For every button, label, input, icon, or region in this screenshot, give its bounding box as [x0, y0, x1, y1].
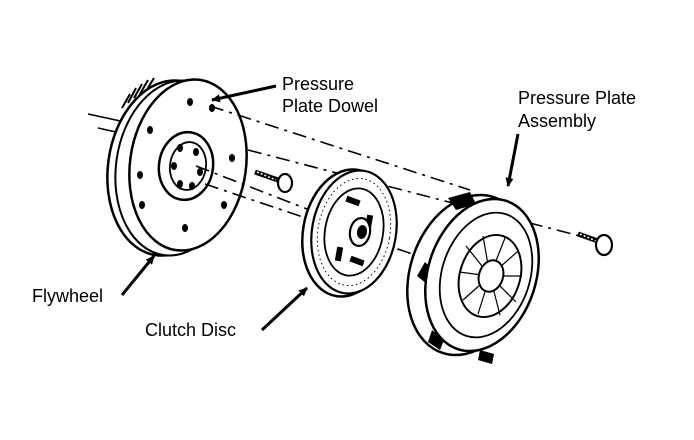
label-pressure-plate-dowel-line1: Pressure — [282, 74, 354, 94]
label-flywheel: Flywheel — [32, 286, 103, 306]
label-pressure-plate-assembly-line1: Pressure Plate — [518, 88, 636, 108]
arrow-dowel — [211, 84, 277, 103]
flywheel-face-holes — [137, 98, 235, 232]
pressure-plate-assembly — [406, 192, 540, 364]
hub-bolt-holes — [171, 144, 203, 190]
callout-clutch-disc: Clutch Disc — [145, 286, 309, 340]
clutch-disc — [301, 168, 398, 298]
label-pressure-plate-assembly-line2: Assembly — [518, 111, 596, 131]
label-pressure-plate-dowel-line2: Plate Dowel — [282, 96, 378, 116]
flywheel — [106, 77, 248, 257]
callout-pressure-plate-assembly: Pressure Plate Assembly — [505, 88, 636, 187]
label-clutch-disc: Clutch Disc — [145, 320, 236, 340]
callout-pressure-plate-dowel: Pressure Plate Dowel — [211, 74, 378, 116]
callout-flywheel: Flywheel — [32, 255, 156, 306]
arrow-clutch-disc — [260, 286, 309, 332]
arrow-assembly — [505, 133, 520, 187]
pressure-plate-bolt — [577, 231, 614, 257]
arrow-flywheel — [120, 255, 156, 296]
flywheel-bolt — [254, 169, 294, 194]
ring-gear-teeth — [121, 77, 155, 109]
